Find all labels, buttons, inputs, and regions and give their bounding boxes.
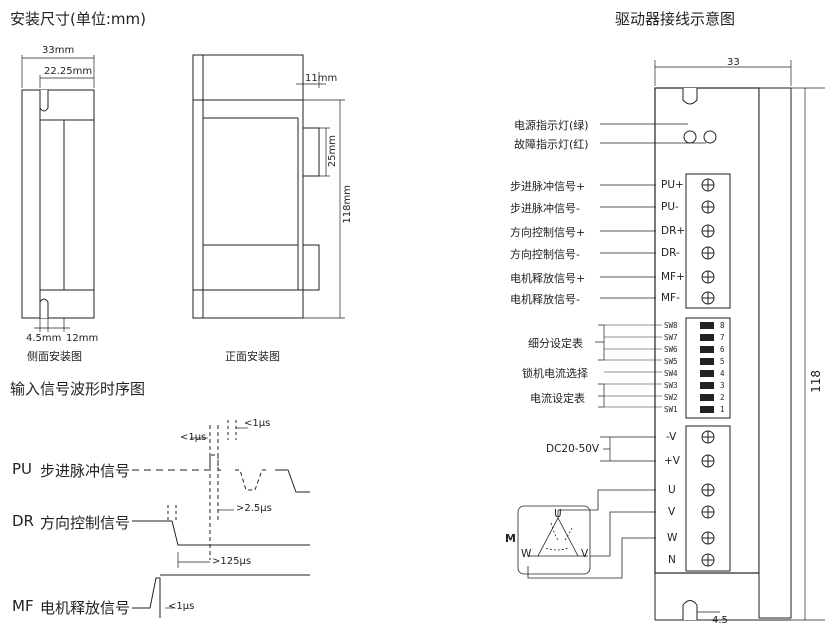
- term-plus-v: +V: [664, 455, 680, 467]
- sw7-label: SW7: [664, 333, 678, 342]
- t-mf-label: <1μs: [168, 601, 195, 612]
- dr-label: DR: [12, 512, 34, 530]
- signal-name-mf-plus: 电机释放信号+: [510, 272, 586, 285]
- switch-sliders: [700, 322, 714, 413]
- sw1-num: 1: [720, 405, 725, 414]
- group-microstep: 细分设定表: [528, 337, 583, 350]
- signal-name-dr-minus: 方向控制信号-: [510, 248, 580, 261]
- power-label: DC20-50V: [546, 443, 600, 455]
- sw3-label: SW3: [664, 381, 678, 390]
- t-setup-label: >125μs: [212, 556, 252, 567]
- install-title: 安装尺寸(单位:mm): [10, 10, 146, 28]
- wiring-title: 驱动器接线示意图: [615, 10, 736, 28]
- timing-drawing: [132, 420, 310, 618]
- term-dr-plus: DR+: [661, 225, 686, 237]
- front-view-caption: 正面安装图: [225, 350, 280, 363]
- motor-w-label: W: [521, 548, 532, 560]
- motor-label: M: [505, 532, 516, 545]
- sw8-label: SW8: [664, 321, 678, 330]
- signal-name-pu-plus: 步进脉冲信号+: [510, 180, 586, 193]
- mf-label: MF: [12, 597, 34, 615]
- group-current: 电流设定表: [530, 392, 585, 405]
- sw4-num: 4: [720, 369, 725, 378]
- side-dim-inner: 22.25mm: [44, 66, 93, 77]
- side-view-drawing: [21, 55, 95, 332]
- term-mf-minus: MF-: [661, 292, 680, 304]
- sw2-num: 2: [720, 393, 725, 402]
- side-view-caption: 侧面安装图: [27, 350, 82, 363]
- term-minus-v: -V: [666, 431, 677, 443]
- sw7-num: 7: [720, 333, 725, 342]
- sw2-label: SW2: [664, 393, 678, 402]
- sw8-num: 8: [720, 321, 725, 330]
- side-dim-rail: 12mm: [66, 333, 99, 344]
- term-mf-plus: MF+: [661, 271, 685, 283]
- pu-label: PU: [12, 460, 33, 478]
- mf-name: 电机释放信号: [40, 599, 131, 617]
- front-dim-height: 118mm: [342, 185, 353, 224]
- motor-v-label: V: [581, 548, 589, 560]
- signal-name-dr-plus: 方向控制信号+: [510, 226, 586, 239]
- dr-name: 方向控制信号: [40, 514, 131, 532]
- term-u: U: [668, 484, 676, 496]
- driver-body: [654, 60, 825, 621]
- sw4-label: SW4: [664, 369, 678, 378]
- sw6-num: 6: [720, 345, 725, 354]
- front-dim-top: 11mm: [305, 73, 338, 84]
- side-dim-slot: 4.5mm: [26, 333, 62, 344]
- t-pulse2-label: <1μs: [244, 418, 271, 429]
- front-dim-conn: 25mm: [327, 135, 338, 168]
- front-view-drawing: [192, 54, 345, 319]
- sw5-num: 5: [720, 357, 725, 366]
- term-v: V: [668, 506, 676, 518]
- sw5-label: SW5: [664, 357, 678, 366]
- group-lock: 锁机电流选择: [522, 367, 588, 380]
- signal-name-mf-minus: 电机释放信号-: [510, 293, 580, 306]
- terminal-screws: [701, 178, 715, 567]
- t-pulse-label: <1μs: [180, 432, 207, 443]
- signal-name-pu-minus: 步进脉冲信号-: [510, 202, 580, 215]
- driver-dim-bottom: 4.5: [712, 615, 728, 626]
- timing-title: 输入信号波形时序图: [10, 380, 146, 398]
- term-dr-minus: DR-: [661, 247, 680, 259]
- term-n: N: [668, 554, 676, 566]
- sw6-label: SW6: [664, 345, 678, 354]
- term-pu-minus: PU-: [661, 201, 679, 213]
- led-power-label: 电源指示灯(绿): [514, 119, 589, 132]
- term-w: W: [667, 532, 678, 544]
- sw1-label: SW1: [664, 405, 678, 414]
- driver-dim-height: 118: [809, 370, 823, 393]
- driver-dim-width: 33: [727, 57, 740, 68]
- pu-name: 步进脉冲信号: [40, 462, 131, 480]
- motor-u-label: U: [554, 508, 562, 520]
- side-dim-width: 33mm: [42, 45, 75, 56]
- sw3-num: 3: [720, 381, 725, 390]
- motor-wires: [517, 489, 656, 579]
- t-dir-label: >2.5μs: [236, 503, 272, 514]
- led-fault-label: 故障指示灯(红): [514, 138, 589, 151]
- term-pu-plus: PU+: [661, 179, 684, 191]
